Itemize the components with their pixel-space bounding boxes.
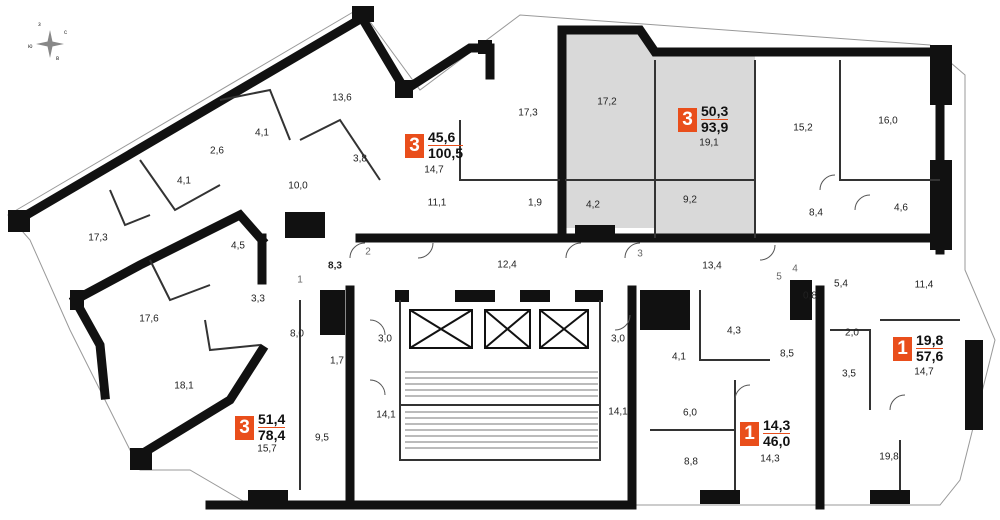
room-area-label: 4,1 [255, 127, 269, 139]
room-area-label: 14,3 [760, 453, 780, 465]
room-area-label: 1,7 [330, 355, 344, 367]
room-area-label: 8,5 [780, 348, 794, 360]
living-area: 19,8 [916, 332, 944, 349]
door-number: 2 [365, 246, 371, 258]
room-area-label: 4,1 [672, 351, 686, 363]
room-area-label: 3,5 [842, 368, 856, 380]
room-area-label: 18,1 [174, 380, 194, 392]
doors [349, 174, 906, 411]
room-area-label: 3,3 [251, 293, 265, 305]
room-area-label: 3,8 [353, 153, 367, 165]
room-area-label: 1,9 [528, 197, 542, 209]
room-area-label: 4,1 [177, 175, 191, 187]
room-area-label: 8,0 [290, 328, 304, 340]
room-area-label: 2,0 [845, 327, 859, 339]
elevators [409, 309, 589, 349]
total-area: 57,6 [916, 348, 944, 364]
room-area-label: 8,8 [684, 456, 698, 468]
room-area-label: 3,0 [378, 333, 392, 345]
living-area: 50,3 [701, 103, 729, 120]
total-area: 78,4 [258, 427, 286, 443]
total-area: 100,5 [428, 145, 464, 161]
room-area-label: 19,1 [699, 137, 719, 149]
door-number: 4 [792, 263, 798, 275]
outer-walls [11, 11, 945, 510]
room-area-label: 17,6 [139, 313, 159, 325]
room-area-label: 11,1 [427, 197, 447, 209]
room-area-label: 14,7 [424, 164, 444, 176]
compass-east: с [64, 30, 67, 36]
room-area-label: 12,4 [497, 259, 517, 271]
wall-corners [8, 6, 983, 504]
room-area-label: 17,2 [597, 96, 617, 108]
compass-north: з [38, 22, 41, 28]
room-area-label: 3,0 [611, 333, 625, 345]
room-area-label: 19,8 [879, 451, 899, 463]
compass-south: в [56, 56, 60, 62]
interior-walls [109, 60, 960, 490]
door-number: 5 [776, 271, 782, 283]
selected-apartment-fill [565, 30, 755, 238]
room-area-label: 13,6 [332, 92, 352, 104]
room-area-label: 15,7 [257, 443, 277, 455]
room-area-label: 13,4 [702, 260, 722, 272]
total-area: 93,9 [701, 119, 729, 135]
compass: з с в ю [28, 22, 72, 66]
living-area: 14,3 [763, 417, 791, 434]
rooms-count: 3 [678, 107, 697, 132]
rooms-count: 1 [893, 336, 912, 361]
room-area-label: 15,2 [793, 122, 813, 134]
room-area-label: 6,0 [683, 407, 697, 419]
room-area-label: 4,6 [894, 202, 908, 214]
room-area-label: 16,0 [878, 115, 898, 127]
stairs [405, 371, 598, 449]
living-area: 51,4 [258, 411, 286, 428]
rooms-count: 1 [740, 421, 759, 446]
door-number: 1 [297, 274, 303, 286]
room-area-label: 14,7 [914, 366, 934, 378]
total-area: 46,0 [763, 433, 791, 449]
room-area-label: 14,1 [376, 409, 396, 421]
room-area-label: 4,2 [586, 199, 600, 211]
room-area-label: 5,4 [834, 278, 848, 290]
room-area-label: 14,1 [608, 406, 628, 418]
room-area-label: 8,3 [328, 260, 342, 272]
compass-rose-icon [36, 30, 64, 58]
room-area-label: 9,2 [683, 194, 697, 206]
room-area-label: 11,4 [914, 279, 934, 291]
room-area-label: 17,3 [518, 107, 538, 119]
room-area-label: 17,3 [88, 232, 108, 244]
living-area: 45,6 [428, 130, 464, 146]
compass-west: ю [28, 44, 33, 50]
room-area-label: 10,0 [288, 180, 308, 192]
door-number: 3 [637, 248, 643, 260]
room-area-label: 8,4 [809, 207, 823, 219]
room-area-label: 4,3 [727, 325, 741, 337]
room-area-label: 4,5 [231, 240, 245, 252]
rooms-count: 3 [405, 133, 424, 158]
room-area-label: 2,6 [210, 145, 224, 157]
room-area-label: 9,5 [315, 432, 329, 444]
room-area-label: 0,8 [803, 290, 817, 302]
rooms-count: 3 [235, 415, 254, 440]
